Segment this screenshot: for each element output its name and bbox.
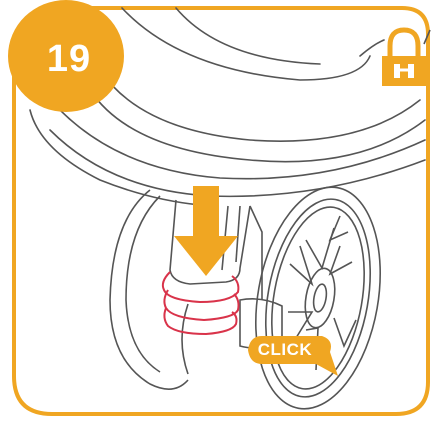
click-label: CLICK: [252, 336, 318, 364]
down-arrow-icon: [174, 186, 238, 276]
left-wheel: [110, 190, 188, 389]
step-badge: 19: [8, 0, 124, 112]
right-wheel: [239, 177, 396, 418]
lock-icon: [382, 30, 430, 86]
step-number: 19: [47, 38, 91, 81]
